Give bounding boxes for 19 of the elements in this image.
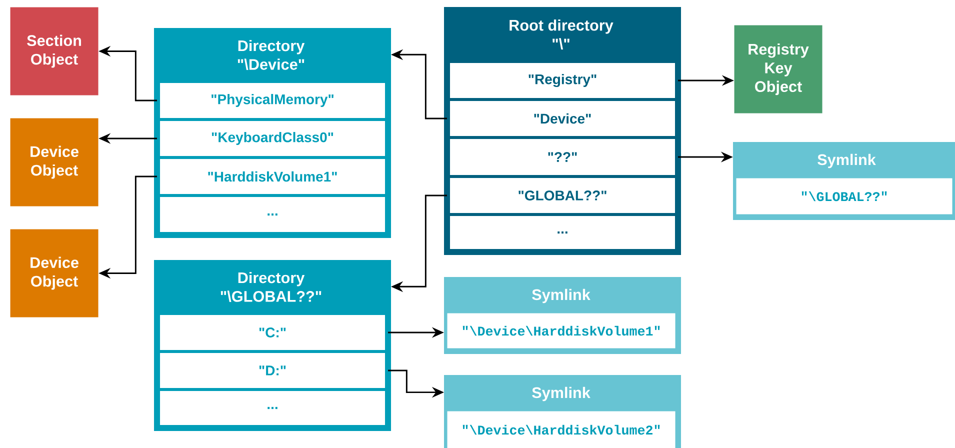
- table-row: ...: [157, 194, 388, 235]
- symlink-box: Symlink "\GLOBAL??": [733, 142, 955, 220]
- table-row: ...: [447, 213, 678, 252]
- table-row: "PhysicalMemory": [157, 80, 388, 121]
- table-row: "Device": [447, 98, 678, 139]
- table-row: "HarddiskVolume1": [157, 156, 388, 197]
- table-row: "D:": [157, 350, 388, 391]
- object-box: Device Object: [10, 118, 98, 206]
- table-row: "C:": [157, 312, 388, 353]
- table-row: "KeyboardClass0": [157, 118, 388, 159]
- object-box: Registry Key Object: [734, 25, 822, 114]
- table-row: "??": [447, 136, 678, 178]
- table-row: ...: [157, 388, 388, 428]
- symlink-box: Symlink "\Device\HarddiskVolume1": [444, 277, 681, 354]
- object-box: Section Object: [10, 7, 98, 96]
- table-row: "GLOBAL??": [447, 175, 678, 216]
- object-box: Device Object: [10, 229, 98, 318]
- table-row: "Registry": [447, 60, 678, 101]
- symlink-box: Symlink "\Device\HarddiskVolume2": [444, 375, 681, 448]
